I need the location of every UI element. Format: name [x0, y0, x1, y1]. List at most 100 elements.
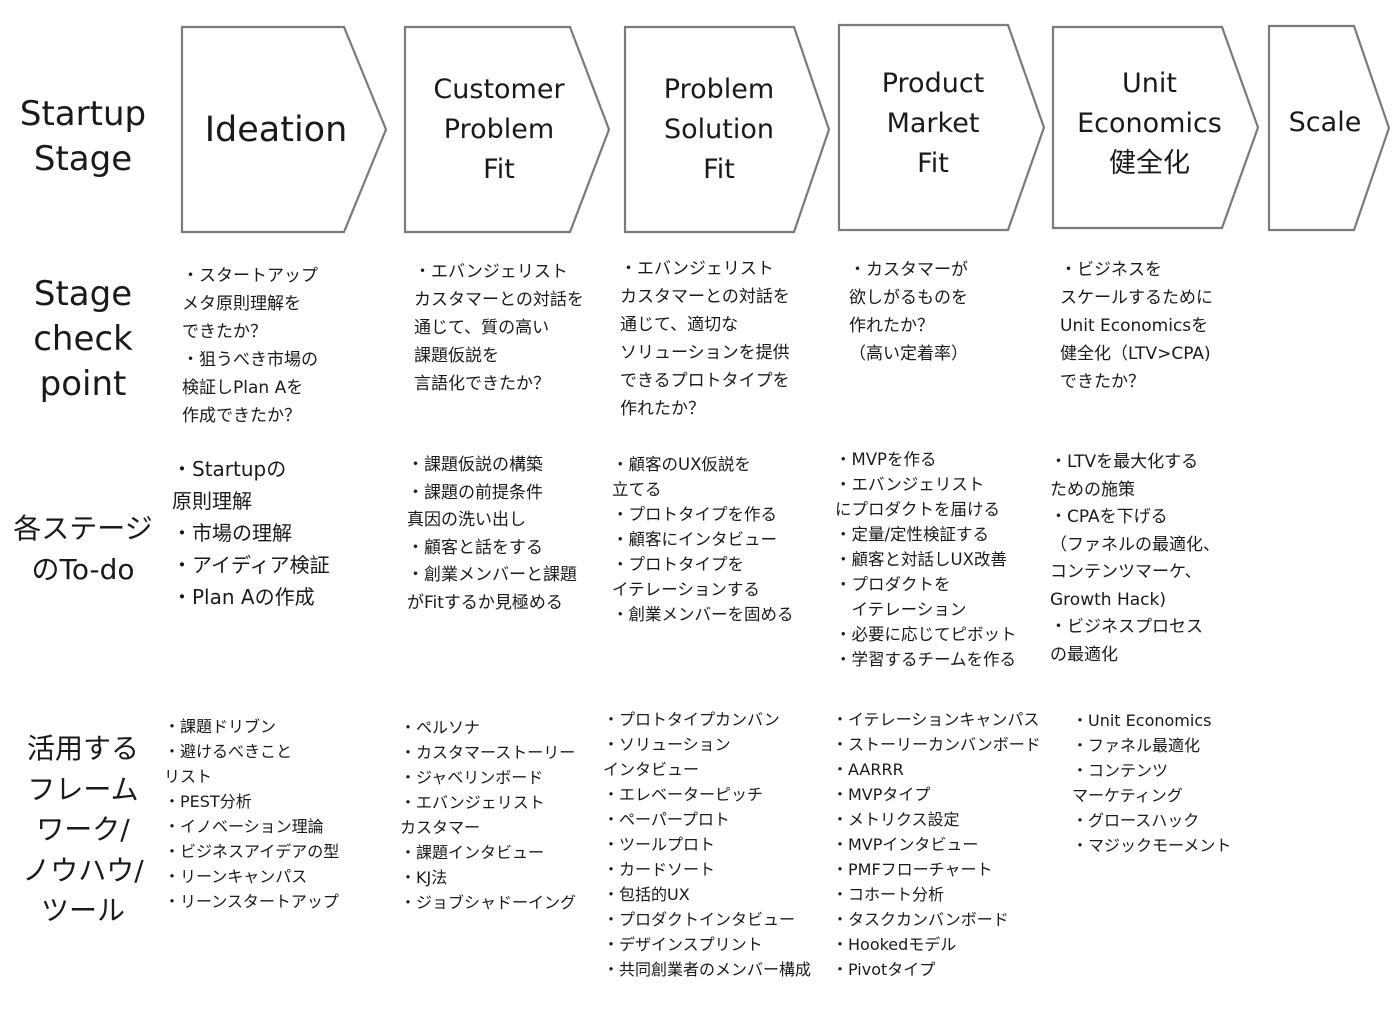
checkpoint-line: ソリューションを提供	[620, 343, 790, 363]
checkpoint-customer-problem-fit: ・エバンジェリスト カスタマーとの対話を 通じて、質の高い 課題仮説を 言語化で…	[414, 258, 584, 398]
framework-item: ・AARRR	[832, 760, 904, 779]
checkpoint-line: 課題仮説を	[414, 346, 499, 366]
todo-line: にプロダクトを届ける	[835, 500, 1000, 519]
framework-item: ・リーンキャンパス	[164, 867, 308, 886]
todo-line: ・創業メンバーを固める	[612, 605, 794, 624]
checkpoint-line: できるプロトタイプを	[620, 371, 790, 391]
chevron-arrow-shape	[180, 25, 388, 234]
todo-ideation: ・Startupの 原則理解 ・市場の理解 ・アイディア検証 ・Plan Aの作…	[172, 453, 330, 613]
framework-item: ・ペーパープロト	[603, 810, 730, 829]
todo-line: イテレーションする	[612, 580, 760, 599]
row-label-todo: 各ステージ のTo-do	[13, 512, 153, 586]
framework-item: ・MVPインタビュー	[832, 835, 979, 854]
framework-item: ・ソリューション	[603, 735, 731, 754]
checkpoint-line: ・スタートアップ	[182, 266, 318, 286]
framework-item: ・避けるべきこと	[164, 742, 293, 761]
todo-line: ・顧客と話をする	[407, 537, 543, 558]
framework-item: ・Pivotタイプ	[832, 960, 936, 979]
todo-line: ・Startupの	[172, 457, 287, 481]
framework-item: ・ファネル最適化	[1072, 736, 1201, 755]
framework-customer-problem-fit: ・ペルソナ ・カスタマーストーリー ・ジャベリンボード ・エバンジェリスト カス…	[400, 715, 576, 915]
stage-label: Unit	[1122, 68, 1177, 99]
chevron-arrow-shape	[623, 25, 831, 234]
chevron-arrow-shape	[403, 25, 611, 234]
stage-chevron-ideation: Ideation	[180, 25, 388, 234]
checkpoint-line: Unit Economicsを	[1060, 316, 1209, 336]
framework-item: ・プロダクトインタビュー	[603, 910, 796, 929]
framework-item: ・Unit Economics	[1072, 711, 1212, 730]
framework-item: ・PMFフローチャート	[832, 860, 993, 879]
framework-item: ・タスクカンバンボード	[832, 910, 1009, 929]
framework-item: ・課題インタビュー	[400, 843, 545, 862]
todo-line: ・プロトタイプを作る	[612, 505, 777, 524]
todo-line: ・エバンジェリスト	[835, 475, 985, 494]
stage-label: Ideation	[204, 109, 348, 150]
checkpoint-line: ・カスタマーが	[849, 260, 968, 280]
todo-line: ・課題の前提条件	[407, 482, 543, 503]
stage-chevron-product-market-fit: Product Market Fit	[837, 23, 1046, 232]
stage-chevron-scale: Scale	[1267, 24, 1391, 232]
framework-item: ・グロースハック	[1072, 811, 1200, 830]
todo-product-market-fit: ・MVPを作る ・エバンジェリスト にプロダクトを届ける ・定量/定性検証する …	[835, 447, 1017, 672]
todo-line: 立てる	[612, 480, 662, 499]
stage-chevron-customer-problem-fit: Customer Problem Fit	[403, 25, 611, 234]
framework-product-market-fit: ・イテレーションキャンパス ・ストーリーカンバンボード ・AARRR ・MVPタ…	[832, 707, 1041, 982]
todo-line: Growth Hack)	[1050, 589, 1166, 610]
todo-line: ・必要に応じてピボット	[835, 625, 1017, 644]
todo-line: ・ビジネスプロセス	[1050, 617, 1203, 637]
framework-item: ・共同創業者のメンバー構成	[603, 960, 812, 979]
framework-item: ・ビジネスアイデアの型	[164, 842, 340, 861]
framework-item: ・PEST分析	[164, 792, 252, 811]
todo-line: ・顧客にインタビュー	[612, 530, 777, 549]
checkpoint-line: できたか？	[182, 322, 267, 342]
stage-label: Market	[886, 108, 980, 139]
framework-item: インタビュー	[603, 760, 700, 779]
framework-item: ・イノベーション理論	[164, 817, 324, 836]
todo-problem-solution-fit: ・顧客のUX仮説を 立てる ・プロトタイプを作る ・顧客にインタビュー ・プロト…	[612, 452, 794, 627]
framework-item: ・ストーリーカンバンボード	[832, 735, 1041, 754]
framework-item: ・包括的UX	[603, 885, 690, 904]
framework-item: ・ジャベリンボード	[400, 768, 544, 787]
checkpoint-line: 欲しがるものを	[849, 288, 968, 308]
framework-item: ・エバンジェリスト	[400, 793, 545, 812]
framework-item: ・カードソート	[603, 860, 716, 879]
chevron-arrow-shape	[1051, 25, 1260, 230]
checkpoint-ideation: ・スタートアップ メタ原則理解を できたか？ ・狙うべき市場の 検証しPlan …	[182, 262, 318, 430]
framework-item: ・エレベーターピッチ	[603, 785, 764, 804]
framework-item: ・Hookedモデル	[832, 935, 957, 954]
framework-item: ・ペルソナ	[400, 718, 481, 737]
checkpoint-line: ・エバンジェリスト	[414, 262, 568, 282]
todo-line: （ファネルの最適化、	[1050, 534, 1220, 555]
todo-line: イテレーション	[835, 600, 967, 619]
todo-line: ・課題仮説の構築	[407, 455, 543, 475]
row-label-stage-check-point: Stage check point	[33, 274, 133, 404]
framework-problem-solution-fit: ・プロトタイプカンバン ・ソリューション インタビュー ・エレベーターピッチ ・…	[603, 707, 811, 982]
stage-label: Problem	[663, 73, 775, 105]
checkpoint-line: 通じて、適切な	[620, 315, 739, 335]
framework-item: ・カスタマーストーリー	[400, 743, 576, 762]
todo-customer-problem-fit: ・課題仮説の構築 ・課題の前提条件 真因の洗い出し ・顧客と話をする ・創業メン…	[407, 452, 577, 617]
stage-chevron-unit-economics: Unit Economics 健全化	[1051, 25, 1260, 230]
checkpoint-line: スケールするために	[1060, 288, 1213, 308]
framework-item: リスト	[164, 767, 213, 786]
framework-item: ・ツールプロト	[603, 835, 716, 854]
stage-label: Economics	[1077, 108, 1222, 139]
row-label-frameworks: 活用する フレーム ワーク/ ノウハウ/ ツール	[22, 732, 144, 928]
framework-item: ・デザインスプリント	[603, 935, 763, 954]
checkpoint-line: 作れたか？	[849, 316, 934, 336]
checkpoint-line: （高い定着率）	[849, 344, 968, 364]
todo-line: ・プロダクトを	[835, 575, 951, 594]
todo-line: 真因の洗い出し	[407, 510, 526, 530]
stage-label: Problem	[443, 113, 555, 145]
framework-item: ・イテレーションキャンパス	[832, 710, 1040, 729]
todo-line: ・顧客と対話しUX改善	[835, 550, 1007, 569]
checkpoint-unit-economics: ・ビジネスを スケールするために Unit Economicsを 健全化（LTV…	[1060, 256, 1213, 396]
todo-line: 原則理解	[172, 489, 252, 513]
framework-unit-economics: ・Unit Economics ・ファネル最適化 ・コンテンツ マーケティング …	[1072, 708, 1231, 858]
checkpoint-line: できたか？	[1060, 372, 1145, 392]
todo-line: ための施策	[1050, 479, 1135, 500]
framework-ideation: ・課題ドリブン ・避けるべきこと リスト ・PEST分析 ・イノベーション理論 …	[164, 714, 339, 914]
todo-line: ・MVPを作る	[835, 450, 937, 469]
todo-line: がFitするか見極める	[407, 592, 563, 613]
todo-line: ・市場の理解	[172, 521, 292, 545]
